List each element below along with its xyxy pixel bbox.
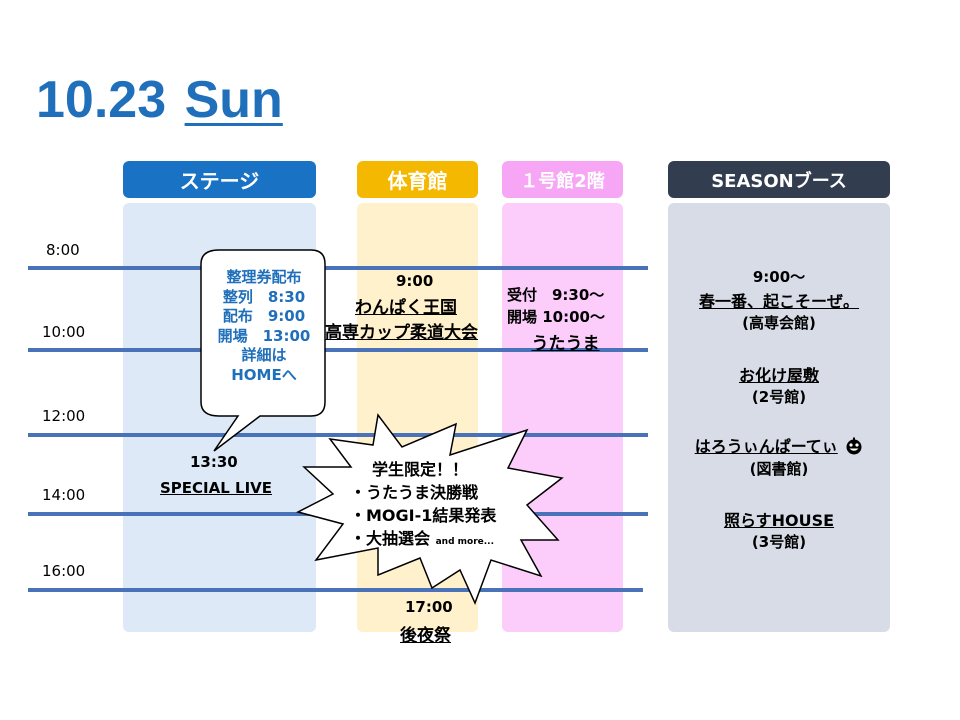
ticket-line: HOMEへ — [231, 365, 297, 384]
special-live-time: 13:30 — [190, 453, 238, 471]
time-label: 14:00 — [42, 486, 86, 504]
burst-item-last: ・大抽選会 and more... — [350, 527, 496, 554]
page-title: 10.23 Sun — [36, 70, 283, 130]
timeline-16 — [28, 588, 643, 592]
season-event-title: お化け屋敷 — [738, 366, 819, 385]
gym-evening-time: 17:00 — [405, 598, 453, 616]
stage-column-header: ステージ — [123, 161, 316, 198]
season-column-header: SEASONブース — [668, 161, 890, 198]
building1-column-header: １号館2階 — [502, 161, 623, 198]
season-event-title: はろうぃんぱーてぃ — [694, 437, 838, 456]
burst-item: ・MOGI-1結果発表 — [350, 506, 497, 525]
ticket-line: 整列 8:30 — [222, 287, 306, 306]
timeline-10 — [28, 348, 648, 352]
ticket-line: 整理券配布 — [226, 268, 302, 286]
title-date: 10.23 — [36, 71, 167, 129]
season-time: 9:00～ — [752, 268, 806, 286]
season-column-bg — [668, 203, 890, 632]
time-label: 16:00 — [42, 562, 86, 580]
timeline-8 — [28, 266, 648, 270]
gym-morning-title: わんぱく王国 — [355, 298, 457, 318]
ticket-line: 開場 13:00 — [217, 326, 311, 345]
ticket-line: 配布 9:00 — [222, 307, 306, 325]
building1-column-label: １号館2階 — [520, 170, 605, 192]
burst-item: ・うたうま決勝戦 — [350, 483, 479, 502]
burst-headline: 学生限定！！ — [372, 460, 469, 479]
season-event-halloween: はろうぃんぱーてぃ — [668, 433, 890, 459]
gym-morning-time: 9:00 — [396, 272, 434, 290]
season-event-place: (3号館) — [751, 533, 807, 551]
burst-item: ・大抽選会 — [350, 529, 431, 548]
stage-column-label: ステージ — [179, 169, 260, 193]
season-event-title: 照らすHOUSE — [723, 511, 835, 530]
burst-more: and more... — [435, 537, 495, 547]
timeline-14 — [28, 512, 648, 516]
building1-open: 開場 10:00～ — [507, 308, 605, 326]
ticket-info: 整理券配布 整列 8:30 配布 9:00 開場 13:00 詳細は HOMEへ — [196, 268, 332, 385]
burst-content: 学生限定！！ ・うたうま決勝戦 ・MOGI-1結果発表 ・大抽選会 and mo… — [350, 458, 496, 554]
gym-morning-subtitle: 高専カップ柔道大会 — [325, 323, 478, 343]
season-event-title: 春一番、起こそーぜ。 — [698, 292, 859, 311]
gym-column-header: 体育館 — [357, 161, 478, 198]
pumpkin-icon — [845, 437, 863, 459]
gym-evening-title: 後夜祭 — [400, 626, 451, 646]
building1-reception: 受付 9:30～ — [507, 286, 605, 304]
season-event-place: (高専会館) — [742, 314, 816, 332]
season-event-place: (図書館) — [749, 460, 809, 478]
gym-column-label: 体育館 — [387, 169, 448, 193]
time-label: 10:00 — [42, 323, 86, 341]
building1-title: うたうま — [531, 334, 600, 354]
season-column-label: SEASONブース — [711, 170, 847, 192]
timeline-12 — [28, 433, 648, 437]
time-label: 12:00 — [42, 407, 86, 425]
special-live-title: SPECIAL LIVE — [160, 479, 273, 497]
time-label: 8:00 — [46, 241, 80, 259]
ticket-line: 詳細は — [241, 346, 287, 364]
title-day: Sun — [184, 71, 283, 129]
season-event-place: (2号館) — [751, 388, 807, 406]
